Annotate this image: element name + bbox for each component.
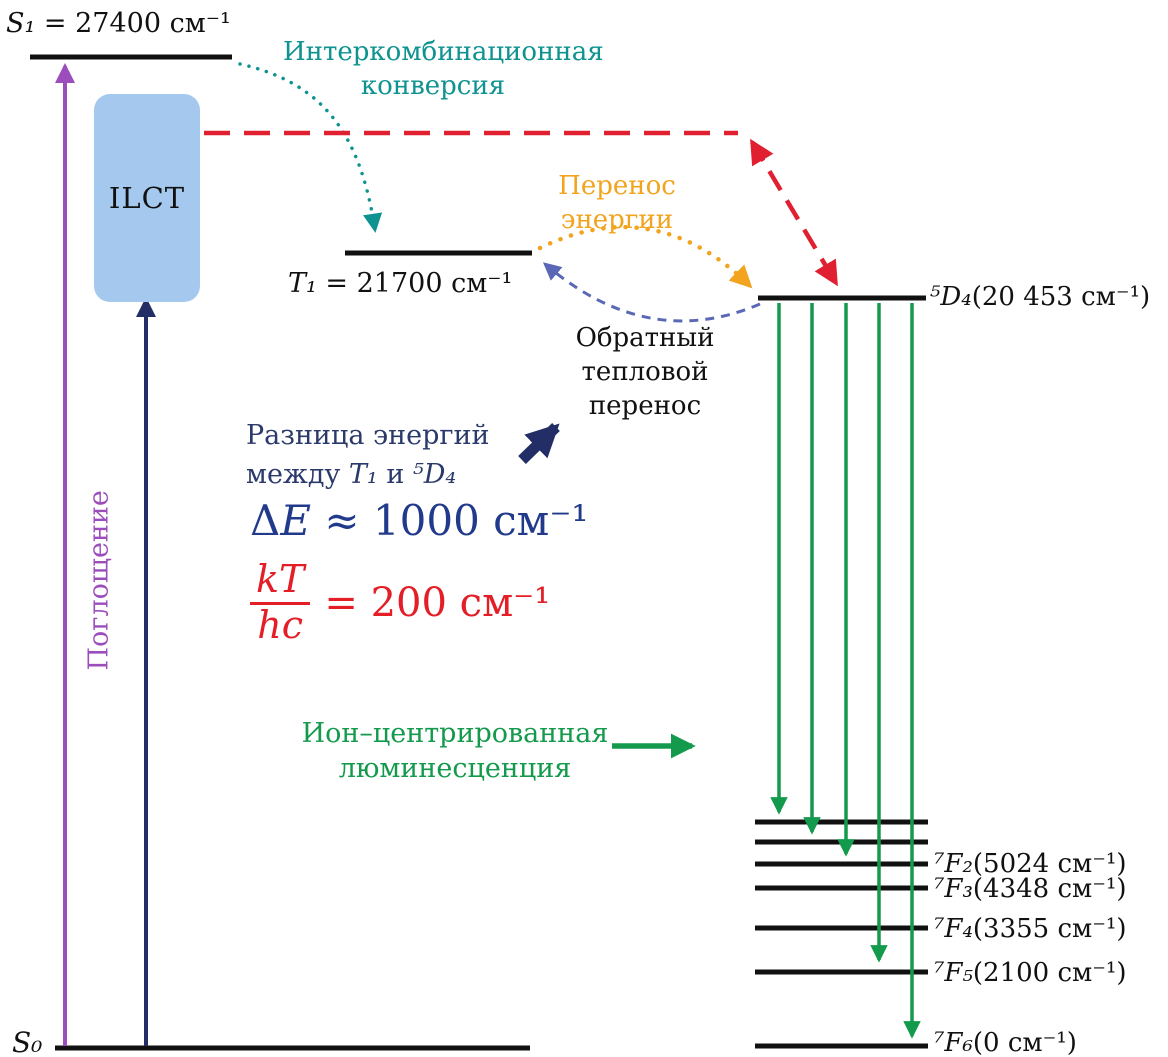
isc-label-line2: конверсия [360, 70, 506, 101]
energy-transfer-line1: Перенос [558, 171, 676, 201]
s1-symbol: S₁ [6, 8, 36, 39]
d4-symbol: ⁵D₄ [930, 282, 972, 312]
s1-energy-value: = 27400 см⁻¹ [35, 8, 231, 39]
kt-hc-equation: kT hc = 200 см⁻¹ [250, 559, 551, 647]
energy-transfer-dotted-arrow [537, 224, 753, 289]
t1-symbol: T₁ [288, 268, 317, 299]
ilct-state-box: ILCT [94, 94, 200, 302]
energy-difference-line1: Разница энергий [246, 420, 490, 451]
f4-symbol: ⁷F₄ [934, 914, 973, 944]
d4-level-label: ⁵D₄(20 453 см⁻¹) [930, 282, 1150, 312]
energy-gap-arrow [518, 423, 560, 464]
energy-difference-line2: между T₁ и ⁵D₄ [246, 455, 490, 494]
f2-symbol: ⁷F₂ [934, 849, 973, 879]
energy-difference-label: Разница энергий между T₁ и ⁵D₄ [246, 416, 490, 494]
luminescence-line2: люминесценция [338, 753, 572, 785]
f5-level-label: ⁷F₅(2100 см⁻¹) [934, 958, 1127, 988]
delta-variable: E [280, 496, 312, 545]
kt-value: = 200 см⁻¹ [324, 579, 551, 626]
ilct-transfer-dashed-arrow [750, 138, 838, 287]
back-transfer-line1: Обратный [575, 323, 715, 353]
f6-level-label: ⁷F₆(0 см⁻¹) [934, 1028, 1077, 1057]
f6-symbol: ⁷F₆ [934, 1028, 973, 1057]
kt-hc-fraction: kT hc [250, 559, 311, 647]
f3-level-label: ⁷F₃(4348 см⁻¹) [934, 874, 1127, 904]
f6-energy-value: (0 см⁻¹) [972, 1028, 1077, 1057]
delta-e-equation: ΔE ≈ 1000 см⁻¹ [250, 496, 588, 545]
s0-level-label: S₀ [12, 1026, 42, 1057]
hc-denominator: hc [257, 602, 304, 647]
luminescence-label: Ион–центрированная люминесценция [300, 716, 610, 786]
energy-transfer-line2: энергии [560, 204, 674, 235]
absorption-text: Поглощение [83, 490, 115, 671]
diff-text-1: между [246, 459, 349, 491]
delta-symbol: Δ [250, 496, 281, 545]
isc-label-line1: Интеркомбинационная [283, 37, 604, 67]
t1-energy-value: = 21700 см⁻¹ [316, 268, 513, 299]
diff-text-2: и [377, 459, 413, 491]
s0-symbol: S₀ [12, 1026, 43, 1057]
intersystem-crossing-label: Интеркомбинационная конверсия [283, 36, 604, 104]
f5-energy-value: (2100 см⁻¹) [972, 958, 1127, 988]
back-transfer-dashed-arrow [542, 262, 761, 323]
f2-energy-value: (5024 см⁻¹) [972, 849, 1127, 879]
energy-transfer-label: Перенос энергии [542, 170, 692, 238]
isc-dotted-arrow [238, 62, 383, 233]
back-transfer-line2: тепловой [581, 356, 709, 387]
delta-value: ≈ 1000 см⁻¹ [311, 496, 589, 545]
diff-d4-symbol: ⁵D₄ [412, 459, 457, 491]
f3-symbol: ⁷F₃ [934, 874, 973, 904]
t1-level-label: T₁ = 21700 см⁻¹ [288, 268, 512, 299]
absorption-label: Поглощение [84, 490, 115, 670]
f4-energy-value: (3355 см⁻¹) [972, 914, 1127, 944]
f3-energy-value: (4348 см⁻¹) [972, 874, 1127, 904]
kt-numerator: kT [250, 559, 311, 605]
back-transfer-line3: перенос [588, 390, 702, 421]
back-thermal-transfer-label: Обратный тепловой перенос [560, 322, 730, 423]
diff-t1-symbol: T₁ [348, 459, 378, 491]
f2-level-label: ⁷F₂(5024 см⁻¹) [934, 849, 1127, 879]
s1-level-label: S₁ = 27400 см⁻¹ [6, 8, 231, 39]
luminescence-line1: Ион–центрированная [301, 718, 609, 749]
f4-level-label: ⁷F₄(3355 см⁻¹) [934, 914, 1127, 944]
d4-energy-value: (20 453 см⁻¹) [971, 282, 1151, 312]
f5-symbol: ⁷F₅ [934, 958, 973, 988]
ilct-box-label: ILCT [108, 181, 186, 215]
